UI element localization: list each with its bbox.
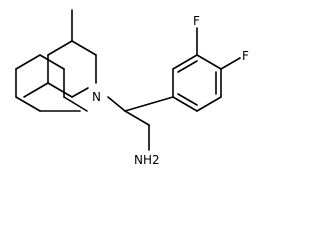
piperidine-ring [15, 54, 88, 112]
bond-ch-aryl [124, 96, 174, 112]
bond-n-ch [107, 96, 126, 112]
ring-bond-6 [71, 87, 89, 98]
methyl-left-bond [23, 82, 49, 98]
fluorine-top-label: F [193, 14, 200, 28]
bond-c3-c4 [39, 54, 65, 70]
aryl-bond-6 [172, 96, 198, 112]
bond-n-c2 [63, 96, 88, 112]
bond-c6-n [15, 96, 41, 112]
aryl-double-3 [177, 93, 198, 106]
ring-bond-3 [47, 40, 73, 56]
aryl-bond-3 [196, 54, 222, 70]
aryl-double-1 [177, 60, 198, 73]
benzene-ring [172, 54, 222, 112]
amine-label: NH2 [134, 153, 160, 167]
fluorine-right-label: F [242, 49, 249, 63]
bond-c4-c5 [15, 54, 41, 70]
nitrogen-label: N [92, 90, 101, 104]
bond-ch-ch2 [124, 110, 150, 126]
ring-bond-2 [71, 40, 97, 56]
piperidine-hexagon [47, 40, 97, 98]
structure-canvas: N F F NH2 [15, 9, 249, 167]
molecule-diagram: N F F NH2 [15, 9, 249, 167]
bond-aryl-f2 [220, 57, 241, 70]
aryl-bond-5 [196, 96, 222, 112]
aryl-bond-2 [172, 54, 198, 70]
ring-bond-5 [47, 82, 73, 98]
